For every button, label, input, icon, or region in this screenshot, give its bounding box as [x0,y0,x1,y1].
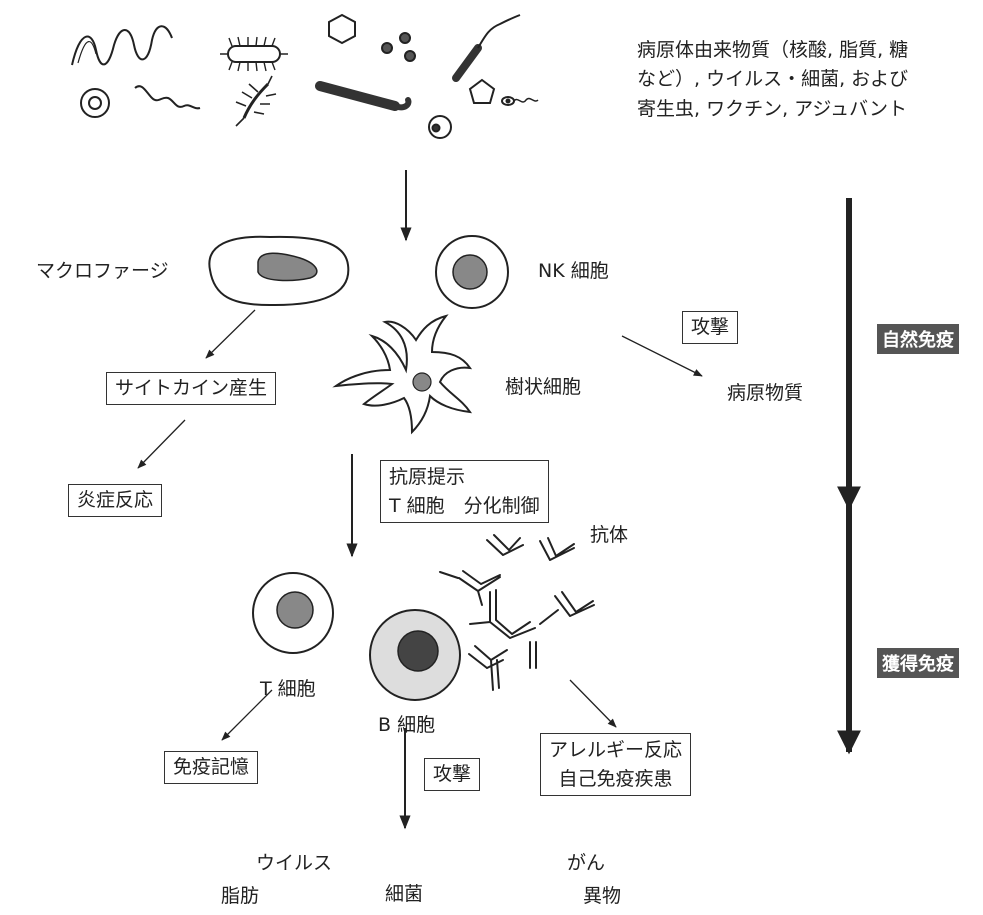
dendritic-cell-icon [332,314,473,435]
t-cell-label: T 細胞 [260,678,316,700]
sperm-like-icon [501,96,539,106]
arrow-macrophage-cytokine [205,309,256,359]
bacillus-flagella-icon [220,36,288,72]
virus-pentagon-icon [468,78,496,104]
description-line-1: 病原体由来物質（核酸, 脂質, 糖 [637,39,909,61]
pathogen-icons [71,13,539,139]
antigen-presentation-box: 抗原提示 T 細胞 分化制御 [380,460,549,523]
wavy-bacterium-icon [134,85,201,110]
target-bacteria: 細菌 [385,883,424,905]
antigen-line-2: T 細胞 分化制御 [389,494,540,517]
allergy-line-2: 自己免疫疾患 [558,767,673,790]
antibody-icon-2 [486,534,524,556]
inflammation-box: 炎症反応 [68,484,163,517]
spirochete-icon [71,25,173,66]
arrow-antibody-allergy [569,679,617,728]
target-cancer: がん [567,852,606,874]
parasite-icon [235,75,277,127]
description-line-3: 寄生虫, ワクチン, アジュバント [637,97,908,120]
description-line-2: など）, ウイルス・細菌, および [637,68,909,91]
macrophage-label: マクロファージ [36,260,169,282]
antibody-icon-4 [469,589,595,669]
nk-cell-icon [435,235,509,309]
antibody-icon-1 [439,570,501,606]
t-cell-icon [252,572,334,654]
target-fat: 脂肪 [221,885,260,907]
nk-cell-label: NK 細胞 [538,260,609,282]
macrophage-icon [208,235,350,307]
spore-icon [428,115,452,139]
antibody-icon-3 [539,537,575,561]
allergy-box: アレルギー反応 自己免疫疾患 [540,733,692,796]
b-cell-label: B 細胞 [378,714,436,736]
arrow-attack-pathogen [621,335,703,377]
pathogen-description: 病原体由来物質（核酸, 脂質, 糖 など）, ウイルス・細菌, および 寄生虫,… [637,36,908,124]
target-virus: ウイルス [256,852,333,874]
attack-innate-box: 攻撃 [682,311,739,344]
virus-hexagon-icon [328,13,356,45]
cocci-icon [381,32,416,62]
rod-bacterium-icon [315,81,412,111]
antibody-label: 抗体 [590,524,629,546]
arrow-tcell-memory [221,689,273,741]
antibody-icons [439,534,595,691]
ring-icon [80,88,110,118]
target-foreign: 異物 [583,885,622,907]
flagellated-rod-icon [452,14,521,82]
pathogen-substance-label: 病原物質 [727,382,804,404]
adaptive-immunity-band: 獲得免疫 [877,648,959,678]
dendritic-cell-label: 樹状細胞 [505,376,582,398]
innate-immunity-band: 自然免疫 [877,324,959,354]
antibody-icon-5 [468,645,508,691]
memory-box: 免疫記憶 [164,751,259,784]
cytokine-box: サイトカイン産生 [106,372,277,405]
arrow-cytokine-inflammation [137,419,186,469]
attack-adaptive-box: 攻撃 [424,758,481,791]
b-cell-icon [369,609,461,701]
allergy-line-1: アレルギー反応 [549,739,683,761]
antigen-line-1: 抗原提示 [389,466,466,488]
